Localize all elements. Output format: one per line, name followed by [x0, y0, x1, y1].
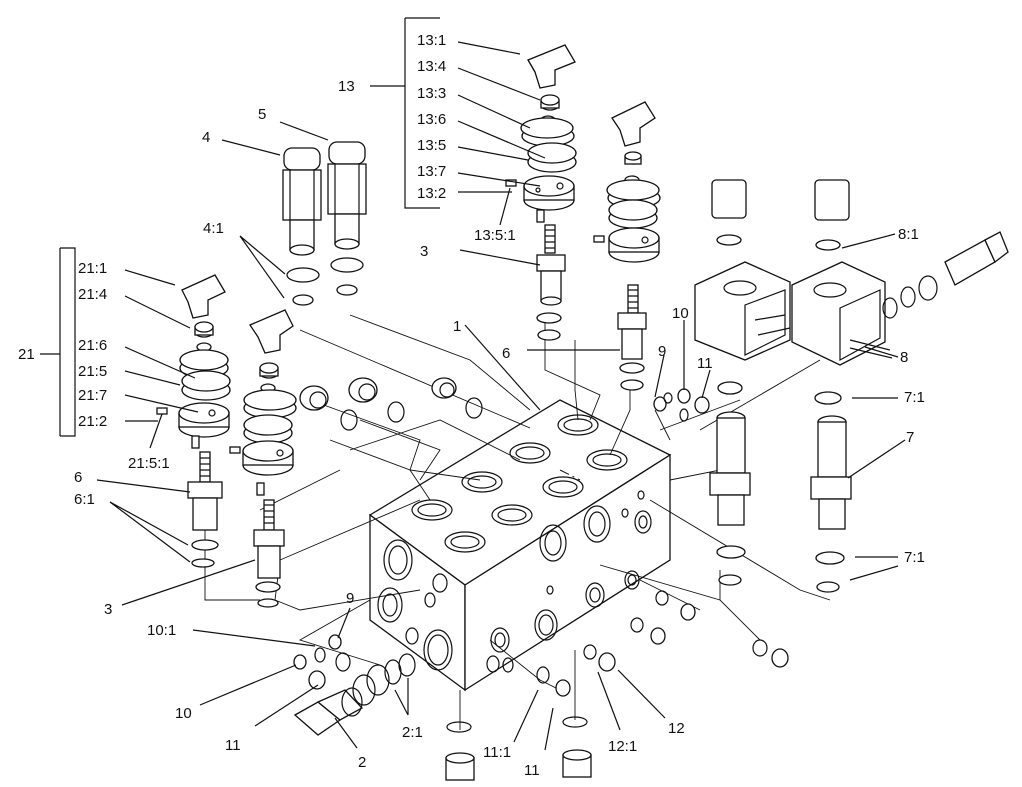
- callout-3-top: 3: [420, 243, 428, 260]
- solenoid-valve-7-left: [709, 411, 751, 586]
- callout-12: 12: [668, 720, 685, 737]
- callout-7-1-top: 7:1: [904, 389, 925, 406]
- callout-8: 8: [900, 349, 908, 366]
- callout-21-2: 21:2: [78, 413, 107, 430]
- callout-13-4: 13:4: [417, 58, 446, 75]
- cartridge-valve-3-left: [253, 499, 285, 608]
- callout-11-top: 11: [697, 355, 713, 372]
- callout-11-bottom: 11: [524, 762, 540, 779]
- callout-13-5-1: 13:5:1: [474, 227, 516, 244]
- callout-labels: 13:1 13:4 13:3 13:6 13:5 13:7 13:2 13 13…: [18, 32, 925, 779]
- callout-21: 21: [18, 346, 35, 363]
- callout-21-5: 21:5: [78, 363, 107, 380]
- callout-10-1: 10:1: [147, 622, 176, 639]
- pressure-valve-4: [282, 147, 322, 306]
- pressure-valve-5: [327, 141, 367, 296]
- callout-21-1: 21:1: [78, 260, 107, 277]
- callout-6-top: 6: [502, 345, 510, 362]
- callout-4: 4: [202, 129, 210, 146]
- cartridge-valve-6-top: [617, 284, 647, 391]
- callout-13-3: 13:3: [417, 85, 446, 102]
- cartridge-valve-6-left: [187, 451, 223, 568]
- callout-7: 7: [906, 429, 914, 446]
- callout-21-4: 21:4: [78, 286, 107, 303]
- handwheel-assembly-13: [505, 44, 577, 223]
- valve-block: [368, 399, 672, 692]
- callout-13-2: 13:2: [417, 185, 446, 202]
- callout-5: 5: [258, 106, 266, 123]
- callout-13-7: 13:7: [417, 163, 446, 180]
- solenoid-coil-right: [791, 179, 893, 405]
- solenoid-coil-left: [694, 179, 791, 395]
- callout-6-1: 6:1: [74, 491, 95, 508]
- callout-11-1: 11:1: [483, 744, 511, 761]
- callout-12-1: 12:1: [608, 738, 637, 755]
- callout-7-1-bottom: 7:1: [904, 549, 925, 566]
- callout-21-5-1: 21:5:1: [128, 455, 170, 472]
- cartridge-valve-3-top: [536, 224, 566, 341]
- callout-13-5: 13:5: [417, 137, 446, 154]
- callout-10-top: 10: [672, 305, 689, 322]
- callout-4-1: 4:1: [203, 220, 224, 237]
- callout-1: 1: [453, 318, 461, 335]
- callout-21-7: 21:7: [78, 387, 107, 404]
- callout-13-6: 13:6: [417, 111, 446, 128]
- callout-10-bottom: 10: [175, 705, 192, 722]
- plugs-right: [630, 388, 789, 668]
- callout-2-1: 2:1: [402, 724, 423, 741]
- handwheel-assembly-21: [156, 274, 231, 449]
- callout-6-left: 6: [74, 469, 82, 486]
- solenoid-valve-7-right: [810, 415, 852, 593]
- callout-9-top: 9: [658, 343, 666, 360]
- callout-13: 13: [338, 78, 355, 95]
- leader-lines: [40, 17, 906, 751]
- callout-3-left: 3: [104, 601, 112, 618]
- handwheel-assembly-mid: [229, 309, 297, 496]
- callout-21-6: 21:6: [78, 337, 107, 354]
- callout-9-bottom: 9: [346, 590, 354, 607]
- callout-2: 2: [358, 754, 366, 771]
- parts-bottom-left: [293, 634, 416, 736]
- handwheel-assembly-right: [593, 101, 661, 263]
- valve-8-fitting: [882, 231, 1009, 319]
- parts-bottom: [445, 644, 616, 781]
- callout-13-1: 13:1: [417, 32, 446, 49]
- callout-11-bottom-left: 11: [225, 737, 241, 754]
- callout-8-1: 8:1: [898, 226, 919, 243]
- plugs-top-left: [299, 377, 483, 431]
